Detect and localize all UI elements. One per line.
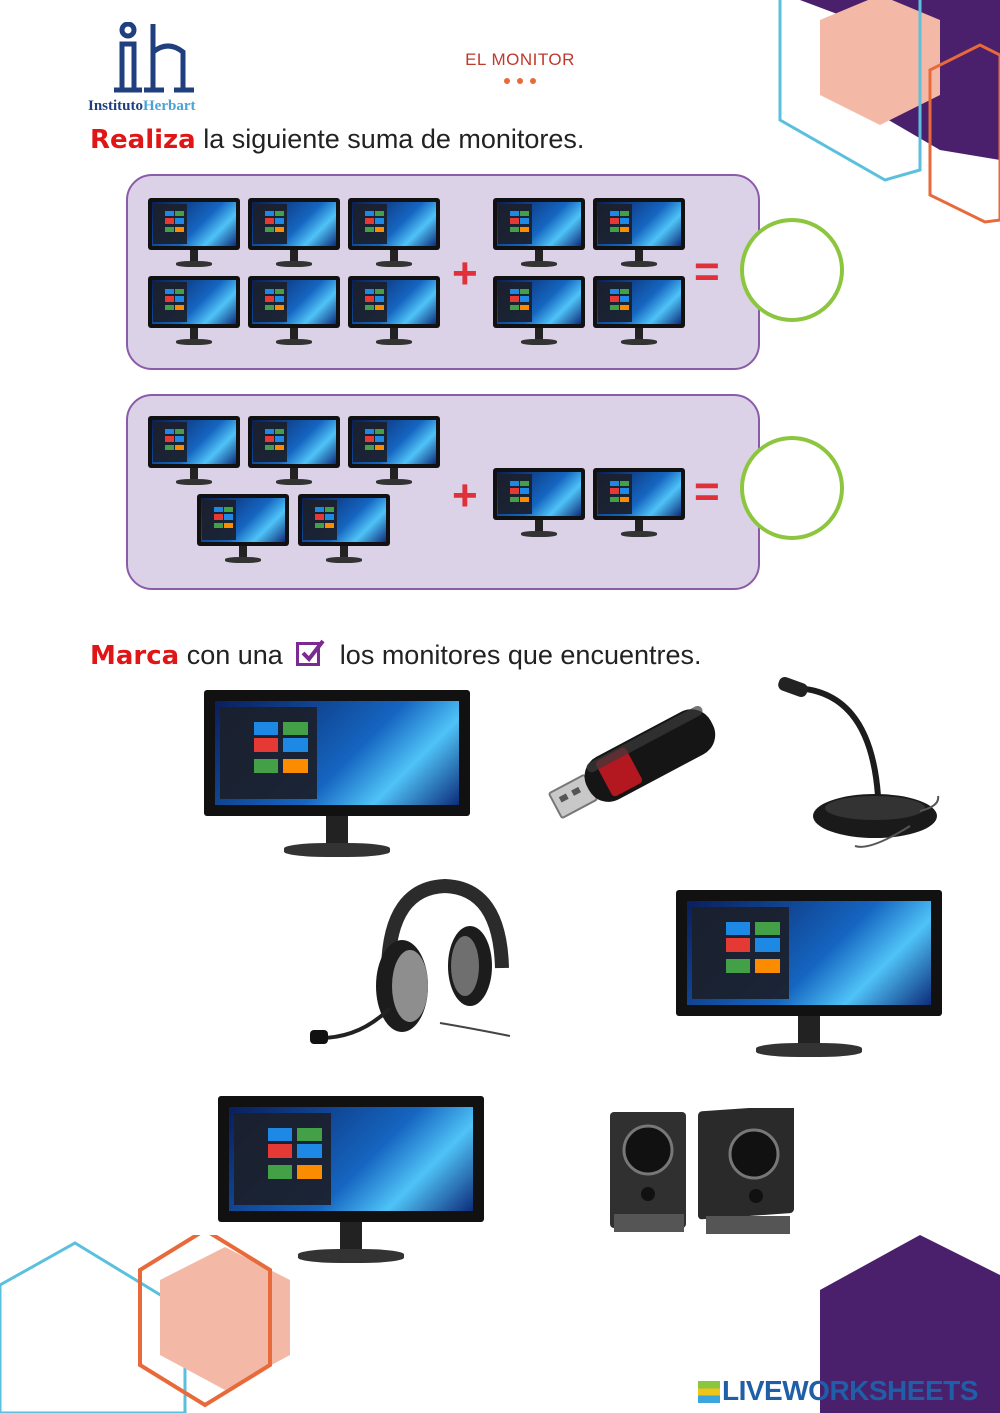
brand-text: LIVEWORKSHEETS <box>722 1375 978 1406</box>
title-dots <box>504 78 536 84</box>
monitor-image[interactable] <box>218 1096 484 1266</box>
panel2-left-monitor <box>248 416 340 486</box>
panel2-right-monitor <box>593 468 685 538</box>
panel2-left-monitor <box>298 494 390 564</box>
panel2-left-monitor <box>197 494 289 564</box>
decor-hexagons-bottom-left <box>0 1235 290 1413</box>
panel2-right-monitor <box>493 468 585 538</box>
document-title: EL MONITOR <box>465 50 575 69</box>
monitor-image[interactable] <box>204 690 470 860</box>
logo-name: InstitutoHerbart <box>88 98 196 114</box>
usb-drive-image[interactable] <box>530 690 730 840</box>
plus-sign-1: + <box>452 249 478 298</box>
ih-logo-mark <box>114 22 194 93</box>
panel1-left-monitor <box>248 198 340 268</box>
equals-sign-2: = <box>694 467 720 516</box>
instruction-mark: Marca con una los monitores que encuentr… <box>90 639 702 671</box>
instruction-text: la siguiente suma de monitores. <box>195 124 585 154</box>
panel1-left-monitor <box>148 198 240 268</box>
panel1-left-monitor <box>148 276 240 346</box>
decor-hexagons-top-right <box>778 0 1000 224</box>
monitor-image[interactable] <box>676 890 942 1060</box>
liveworksheets-logo-icon <box>698 1381 720 1403</box>
answer-circle-2[interactable] <box>740 436 844 540</box>
panel2-left-monitor <box>148 416 240 486</box>
instruction-text-after: los monitores que encuentres. <box>332 640 702 670</box>
instruction-text-before: con una <box>179 640 291 670</box>
answer-circle-1[interactable] <box>740 218 844 322</box>
panel1-left-monitor <box>248 276 340 346</box>
instruction-keyword-mark: Marca <box>90 641 180 671</box>
speakers-image[interactable] <box>606 1108 806 1238</box>
decor-hexagon-bottom-right <box>820 1235 1000 1413</box>
instruction-sum: Realiza la siguiente suma de monitores. <box>90 124 584 155</box>
instruction-keyword: Realiza <box>90 125 196 155</box>
plus-sign-2: + <box>452 471 478 520</box>
panel1-left-monitor <box>348 276 440 346</box>
panel1-right-monitor <box>493 198 585 268</box>
panel1-right-monitor <box>493 276 585 346</box>
institute-logo: InstitutoHerbart <box>88 22 228 118</box>
panel1-right-monitor <box>593 198 685 268</box>
equals-sign-1: = <box>694 247 720 296</box>
panel1-left-monitor <box>348 198 440 268</box>
liveworksheets-brand: LIVEWORKSHEETS <box>698 1375 978 1407</box>
headset-image[interactable] <box>300 868 530 1058</box>
panel1-right-monitor <box>593 276 685 346</box>
microphone-image[interactable] <box>760 676 960 856</box>
checkbox-icon <box>296 639 325 666</box>
panel2-left-monitor <box>348 416 440 486</box>
